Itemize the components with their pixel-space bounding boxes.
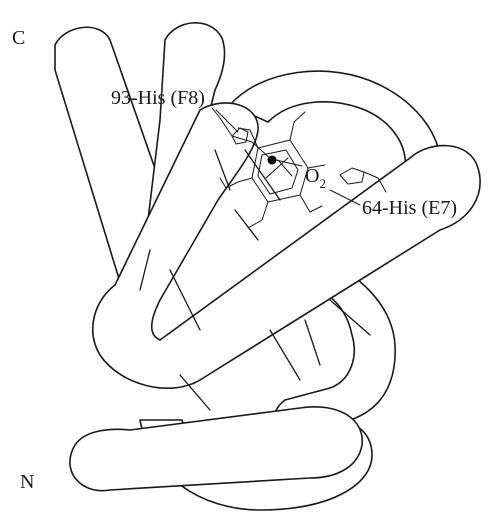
his-e7-label: 64-His (E7)	[362, 197, 457, 219]
oxygen-label: O2	[305, 165, 326, 191]
his-f8-label: 93-His (F8)	[111, 87, 205, 109]
n-terminus-label: N	[20, 471, 34, 493]
oxygen-subscript: 2	[319, 176, 326, 191]
c-terminus-label: C	[12, 27, 25, 49]
oxygen-symbol: O	[305, 165, 319, 187]
n-terminal-helix	[70, 407, 362, 491]
